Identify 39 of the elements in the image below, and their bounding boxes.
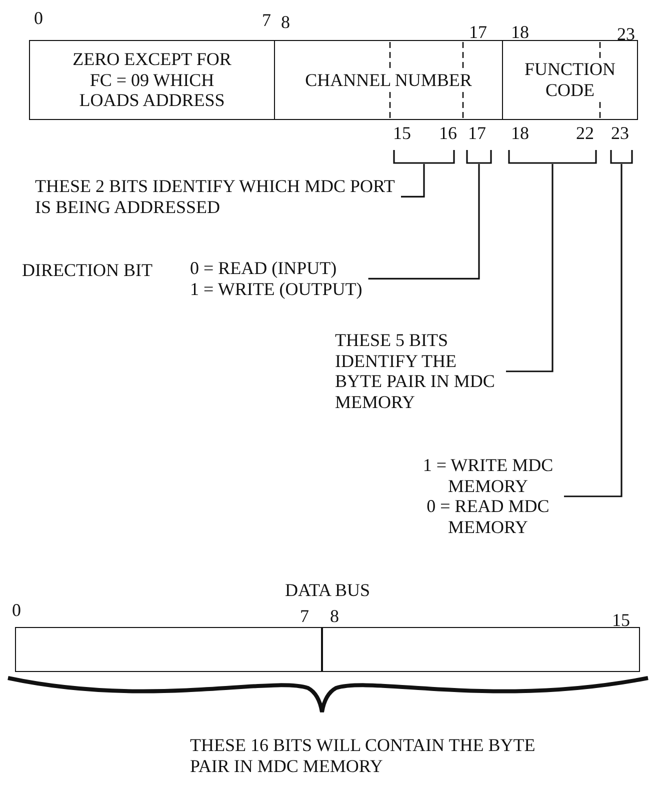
bit-number: 8 — [281, 12, 290, 33]
leader-line — [401, 164, 425, 198]
register-field — [274, 40, 503, 120]
bit-number: 15 — [393, 123, 411, 144]
bit-number: 17 — [469, 22, 487, 43]
register-field — [502, 40, 638, 120]
register-field — [321, 627, 640, 672]
annotation-text: 1 = WRITE (OUTPUT) — [190, 278, 362, 300]
bit-number: 0 — [34, 8, 43, 29]
leader-line — [506, 164, 554, 372]
annotation-text: DIRECTION BIT — [22, 260, 152, 281]
annotation-text: THESE 5 BITS IDENTIFY THE BYTE PAIR IN MDC MEMORY — [335, 330, 496, 413]
leader-line — [368, 164, 480, 280]
annotation-text: 1 = WRITE MDC MEMORY — [422, 455, 554, 496]
bit-number: 15 — [612, 610, 630, 631]
bit-number: 23 — [617, 24, 635, 45]
leader-line — [564, 164, 622, 498]
bit-bracket — [466, 150, 492, 164]
register-field — [29, 40, 275, 120]
field-label: CHANNEL NUMBER — [304, 70, 473, 90]
bit-number: 22 — [576, 123, 594, 144]
bit-number: 16 — [439, 123, 457, 144]
bit-bracket — [610, 150, 633, 164]
bit-number: 23 — [611, 123, 629, 144]
bit-number: 8 — [330, 606, 339, 627]
bit-number: 18 — [511, 123, 529, 144]
register-title: DATA BUS — [284, 580, 372, 601]
bit-number: 7 — [262, 10, 271, 31]
caption-text: THESE 16 BITS WILL CONTAIN THE BYTE PAIR IN MDC MEMORY — [190, 735, 536, 776]
bit-bracket — [393, 150, 455, 164]
bit-number: 7 — [300, 606, 309, 627]
register-field — [15, 627, 323, 672]
annotation-text: 0 = READ (INPUT) — [190, 258, 338, 279]
bit-number: 17 — [468, 123, 486, 144]
bit-number: 0 — [12, 600, 21, 621]
annotation-text: THESE 2 BITS IDENTIFY WHICH MDC PORT IS BEING ADDRESSED — [35, 176, 395, 218]
bit-number: 18 — [511, 22, 529, 43]
bit-bracket — [508, 150, 597, 164]
annotation-text: 0 = READ MDC MEMORY — [426, 496, 550, 538]
